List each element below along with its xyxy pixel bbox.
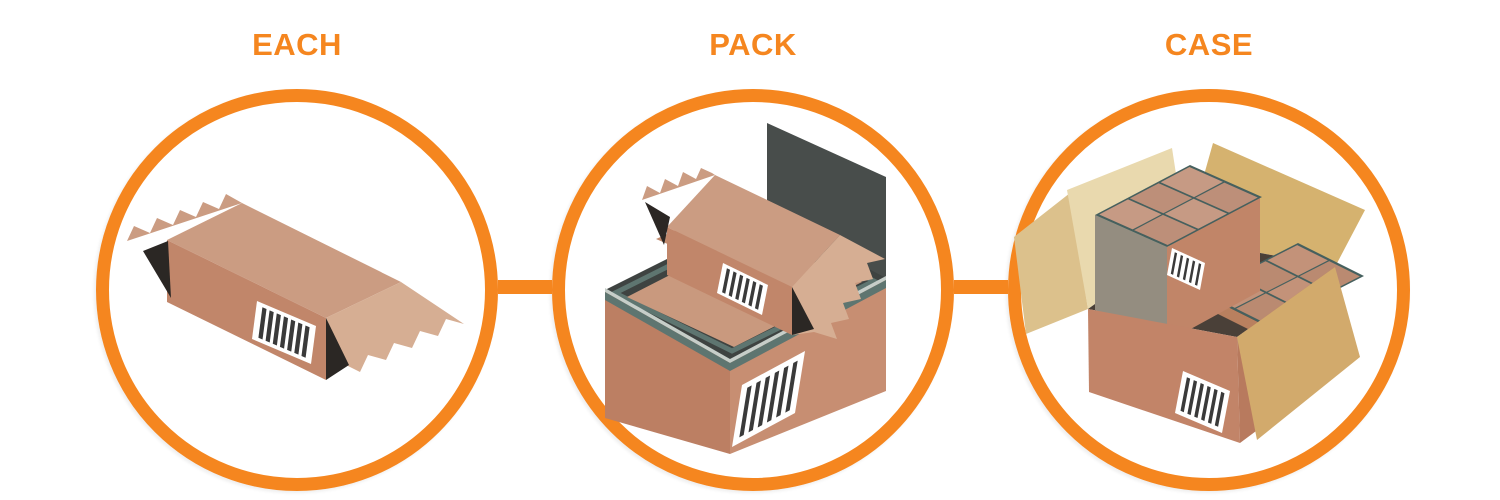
wrapped-item-illustration	[127, 194, 464, 380]
stage-label-pack: PACK	[709, 27, 797, 62]
stage-label-case: CASE	[1164, 27, 1254, 62]
connector-pack-case	[954, 280, 1008, 294]
case-barcode	[1175, 371, 1230, 433]
connector-each-pack	[498, 280, 552, 294]
open-case-illustration	[1014, 143, 1365, 443]
item-barcode	[717, 263, 768, 315]
case-upper-packs	[1095, 165, 1262, 342]
open-pack-illustration	[605, 123, 886, 454]
wrapped-item-on-pack	[642, 168, 885, 339]
stage-label-each: EACH	[252, 27, 342, 62]
pack-barcode	[732, 351, 805, 447]
pack-mini-barcode	[1167, 248, 1205, 290]
each-barcode	[252, 301, 316, 364]
